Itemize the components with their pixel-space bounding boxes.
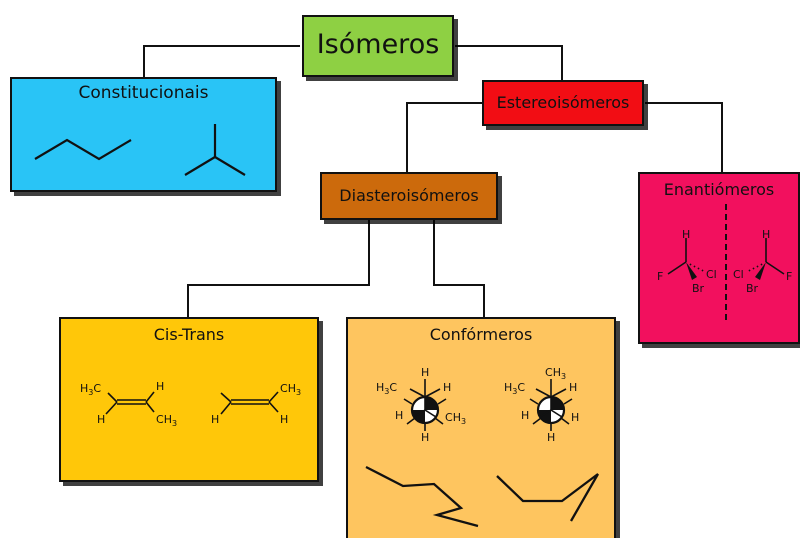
trans-h-bottom-right: H xyxy=(280,413,288,426)
connector-diastero-cistrans xyxy=(187,220,370,317)
enantiomer-right-h: H xyxy=(762,228,770,241)
enantiomer-right: H F Cl Br xyxy=(733,228,792,295)
newman2-h-right: H xyxy=(569,381,577,394)
connector-estereo-diastero xyxy=(406,102,482,172)
node-estereoisomeros: Estereoisómeros xyxy=(482,80,644,126)
node-isomeros: Isómeros xyxy=(302,15,454,77)
conformer-structures: H H3C H H CH3 H xyxy=(365,366,599,528)
newman-projection-eclipsed: H H3C H H CH3 H xyxy=(376,366,466,444)
cis-h-top-right: H xyxy=(156,380,164,393)
newman1-ch3-left: H3C xyxy=(376,381,397,396)
cis-isomer: H3C H H CH3 xyxy=(80,380,177,428)
enantiomer-right-br: Br xyxy=(746,282,759,295)
connector-diastero-conformeros xyxy=(433,220,485,317)
enantiomer-left-f: F xyxy=(657,270,663,283)
newman1-h-left: H xyxy=(395,409,403,422)
node-cis-trans: Cis-Trans H3C H H CH3 xyxy=(59,317,319,482)
newman2-ch3-left: H3C xyxy=(504,381,525,396)
connector-root-estereoisomeros xyxy=(455,45,563,80)
connector-estereo-enantio xyxy=(645,102,723,172)
node-constitucionais: Constitucionais xyxy=(10,77,277,192)
butane-skeleton xyxy=(34,138,132,161)
node-diasteroisomeros: Diasteroisómeros xyxy=(320,172,498,220)
newman1-ch3-right: CH3 xyxy=(445,411,466,426)
newman2-h-right-low: H xyxy=(571,411,579,424)
cis-ch3-left: H3C xyxy=(80,382,101,397)
enantiomer-right-f: F xyxy=(786,270,792,283)
newman2-h-left: H xyxy=(521,409,529,422)
enantiomer-right-cl: Cl xyxy=(733,268,744,281)
node-estereoisomeros-label: Estereoisómeros xyxy=(496,93,630,112)
newman1-h-right: H xyxy=(443,381,451,394)
isobutane-skeleton xyxy=(184,124,246,176)
node-isomeros-label: Isómeros xyxy=(316,29,440,60)
cis-trans-structures: H3C H H CH3 H CH3 H xyxy=(80,380,301,428)
node-constitucionais-label: Constitucionais xyxy=(78,83,209,103)
cyclohexane-boat xyxy=(496,473,599,522)
newman2-h-bottom: H xyxy=(547,431,555,444)
newman-projection-staggered: CH3 H3C H H H H xyxy=(504,366,579,444)
cis-h-bottom-left: H xyxy=(97,413,105,426)
node-enantiomeros: Enantiómeros H F Cl Br xyxy=(638,172,800,344)
node-diasteroisomeros-label: Diasteroisómeros xyxy=(339,186,479,205)
constitutional-skeletal-structures xyxy=(34,124,246,176)
trans-isomer: H CH3 H xyxy=(211,382,301,426)
node-conformeros: Confórmeros H H3C H H xyxy=(346,317,616,538)
enantiomer-structures: H F Cl Br H F Cl Br xyxy=(657,204,792,324)
node-cis-trans-label: Cis-Trans xyxy=(153,325,225,344)
trans-ch3-top-right: CH3 xyxy=(280,382,301,397)
cis-ch3-right: CH3 xyxy=(156,413,177,428)
enantiomer-left-h: H xyxy=(682,228,690,241)
enantiomer-left-br: Br xyxy=(692,282,705,295)
node-enantiomeros-label: Enantiómeros xyxy=(663,180,775,199)
cyclohexane-chair xyxy=(365,465,479,528)
trans-h-bottom-left: H xyxy=(211,413,219,426)
newman2-ch3-top: CH3 xyxy=(545,366,566,381)
connector-root-constitucionais xyxy=(143,45,300,80)
node-conformeros-label: Confórmeros xyxy=(429,325,533,344)
enantiomer-left: H F Cl Br xyxy=(657,228,717,295)
enantiomer-left-cl: Cl xyxy=(706,268,717,281)
newman1-h-bottom: H xyxy=(421,431,429,444)
newman1-h-top: H xyxy=(421,366,429,379)
